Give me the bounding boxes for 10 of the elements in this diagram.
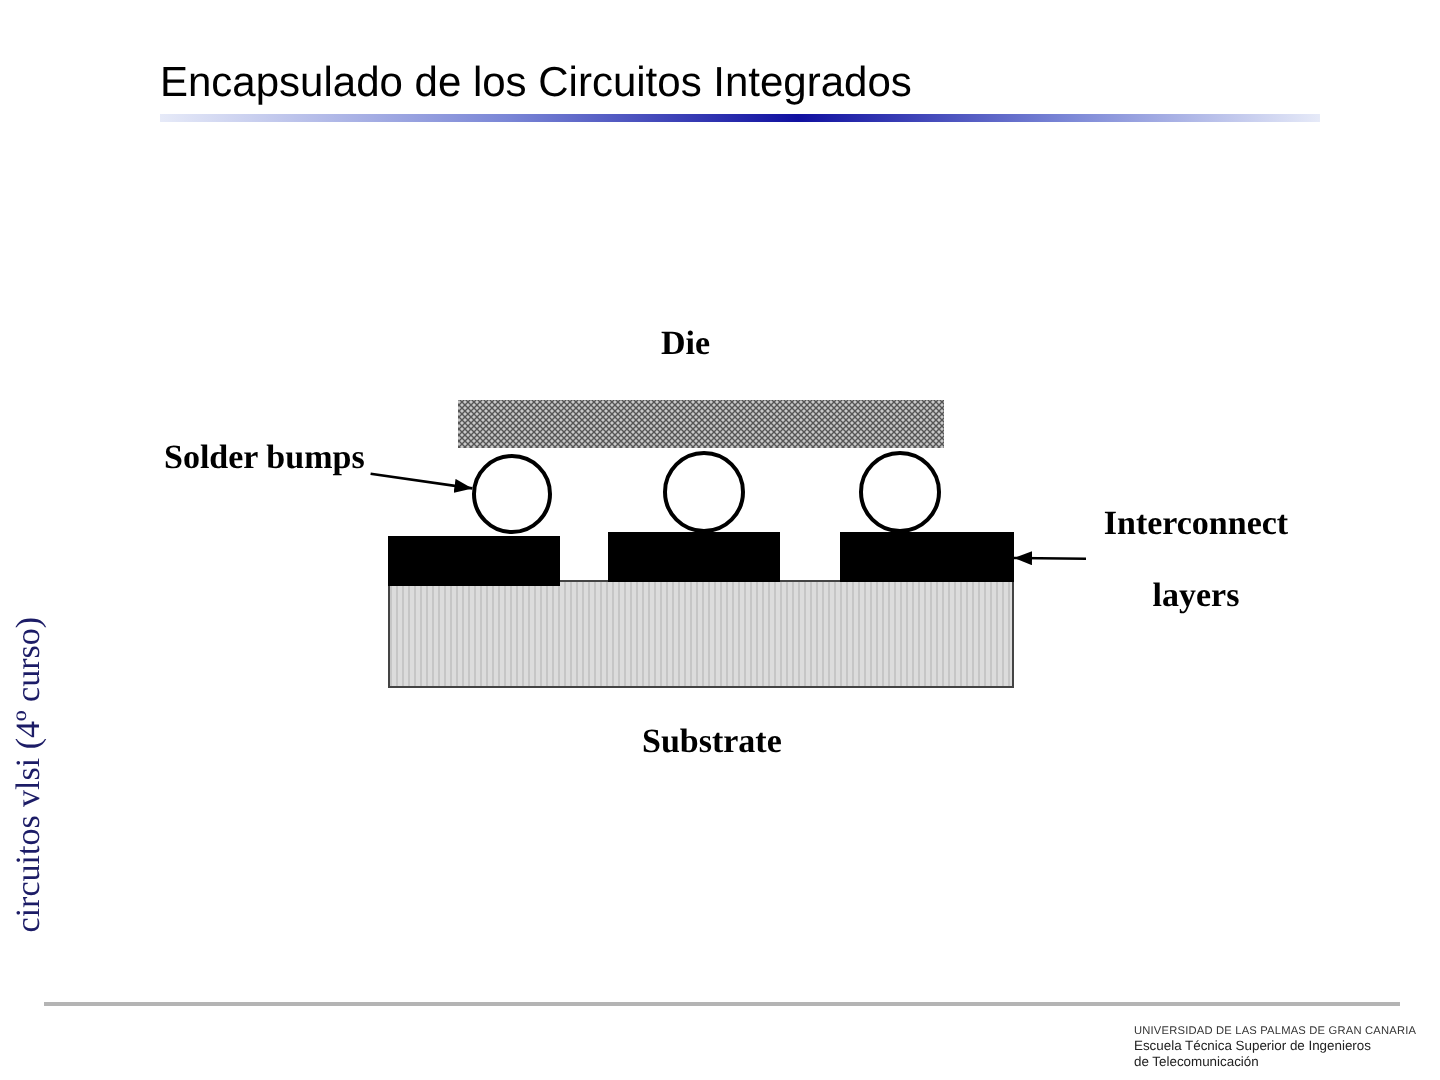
- solder-bump: [472, 454, 552, 534]
- leader-arrow: [1014, 551, 1086, 566]
- interconnect-pad: [840, 532, 1014, 582]
- part-label: Die: [661, 325, 711, 363]
- title: Encapsulado de los Circuitos Integrados: [160, 60, 912, 109]
- course-sidebar-text: circuitos vlsi (4º curso): [11, 615, 49, 932]
- part-label: Substrate: [642, 723, 782, 761]
- part-label: Interconnect layers: [1092, 488, 1300, 632]
- leader-arrow: [370, 472, 473, 493]
- part-label: Solder bumps: [164, 440, 365, 478]
